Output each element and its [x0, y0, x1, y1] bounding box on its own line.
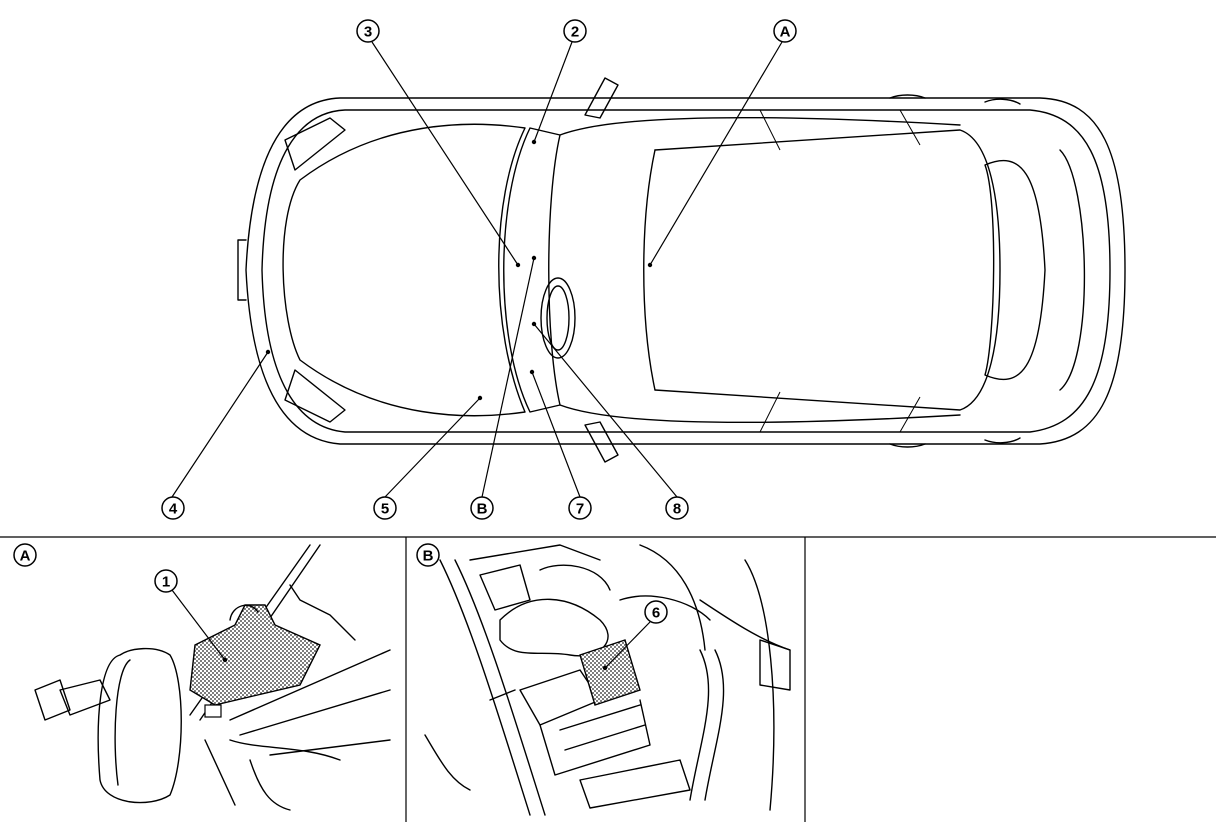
sensor-unit-1	[189, 604, 321, 706]
svg-text:B: B	[477, 501, 488, 518]
svg-text:A: A	[20, 548, 31, 565]
svg-text:A: A	[780, 24, 791, 41]
detail-panels-frame	[0, 536, 1216, 822]
callout-4: 4	[161, 496, 185, 520]
callout-5: 5	[373, 496, 397, 520]
detail-a-panel: A 1	[13, 543, 391, 811]
callout-7: 7	[568, 496, 592, 520]
svg-text:1: 1	[162, 574, 170, 591]
svg-text:4: 4	[169, 501, 178, 518]
svg-text:3: 3	[364, 24, 372, 41]
callout-3: 3	[356, 19, 380, 43]
svg-text:B: B	[423, 548, 434, 565]
vehicle-top-view	[237, 77, 1126, 463]
svg-text:5: 5	[381, 501, 389, 518]
callout-b: B	[470, 496, 494, 520]
svg-text:6: 6	[652, 605, 660, 622]
svg-text:8: 8	[673, 501, 681, 518]
svg-text:7: 7	[576, 501, 584, 518]
callout-a: A	[773, 19, 797, 43]
svg-text:2: 2	[571, 24, 579, 41]
control-unit-6	[579, 639, 641, 706]
callout-8: 8	[665, 496, 689, 520]
callout-2: 2	[563, 19, 587, 43]
leader-lines	[171, 41, 783, 498]
detail-b-panel: B 6	[416, 543, 791, 816]
